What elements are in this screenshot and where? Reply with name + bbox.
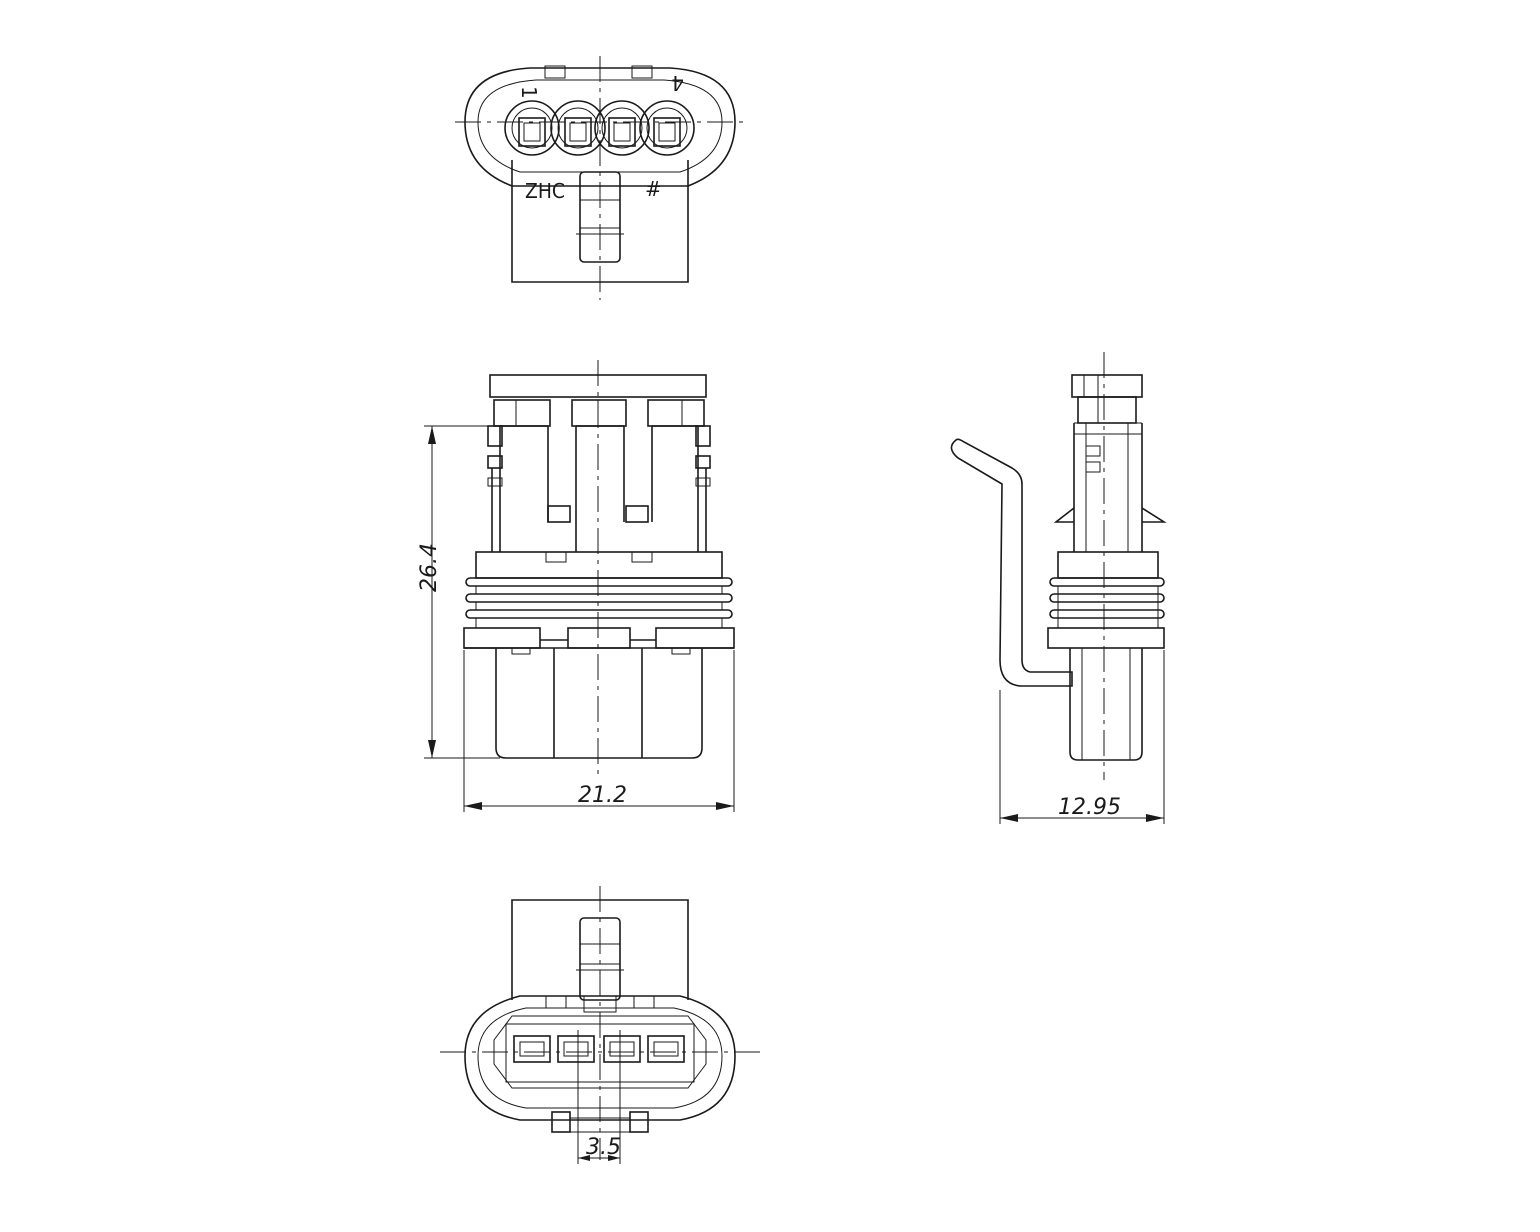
brand-marking: ZHC: [525, 179, 565, 203]
pin-cavities-rear: [513, 1035, 685, 1063]
hash-marking: #: [645, 177, 662, 201]
width-value: 21.2: [578, 783, 627, 808]
depth-value: 12.95: [1058, 795, 1121, 820]
profile-view: [950, 352, 1167, 780]
pin-1-label: 1: [517, 86, 541, 99]
pitch-value: 3.5: [586, 1135, 621, 1160]
height-dimension: 26.4: [417, 425, 500, 759]
pin-cavities-front: [504, 100, 695, 156]
front-face-view: ZHC # 1 4: [455, 56, 745, 300]
pitch-dimension: 3.5: [577, 1030, 621, 1164]
pin-4-label: 4: [671, 71, 684, 95]
rear-face-view: [440, 886, 760, 1160]
width-dimension: 21.2: [463, 650, 735, 812]
height-value: 26.4: [417, 543, 442, 592]
side-elevation-view: [463, 360, 735, 778]
depth-dimension: 12.95: [999, 650, 1165, 824]
